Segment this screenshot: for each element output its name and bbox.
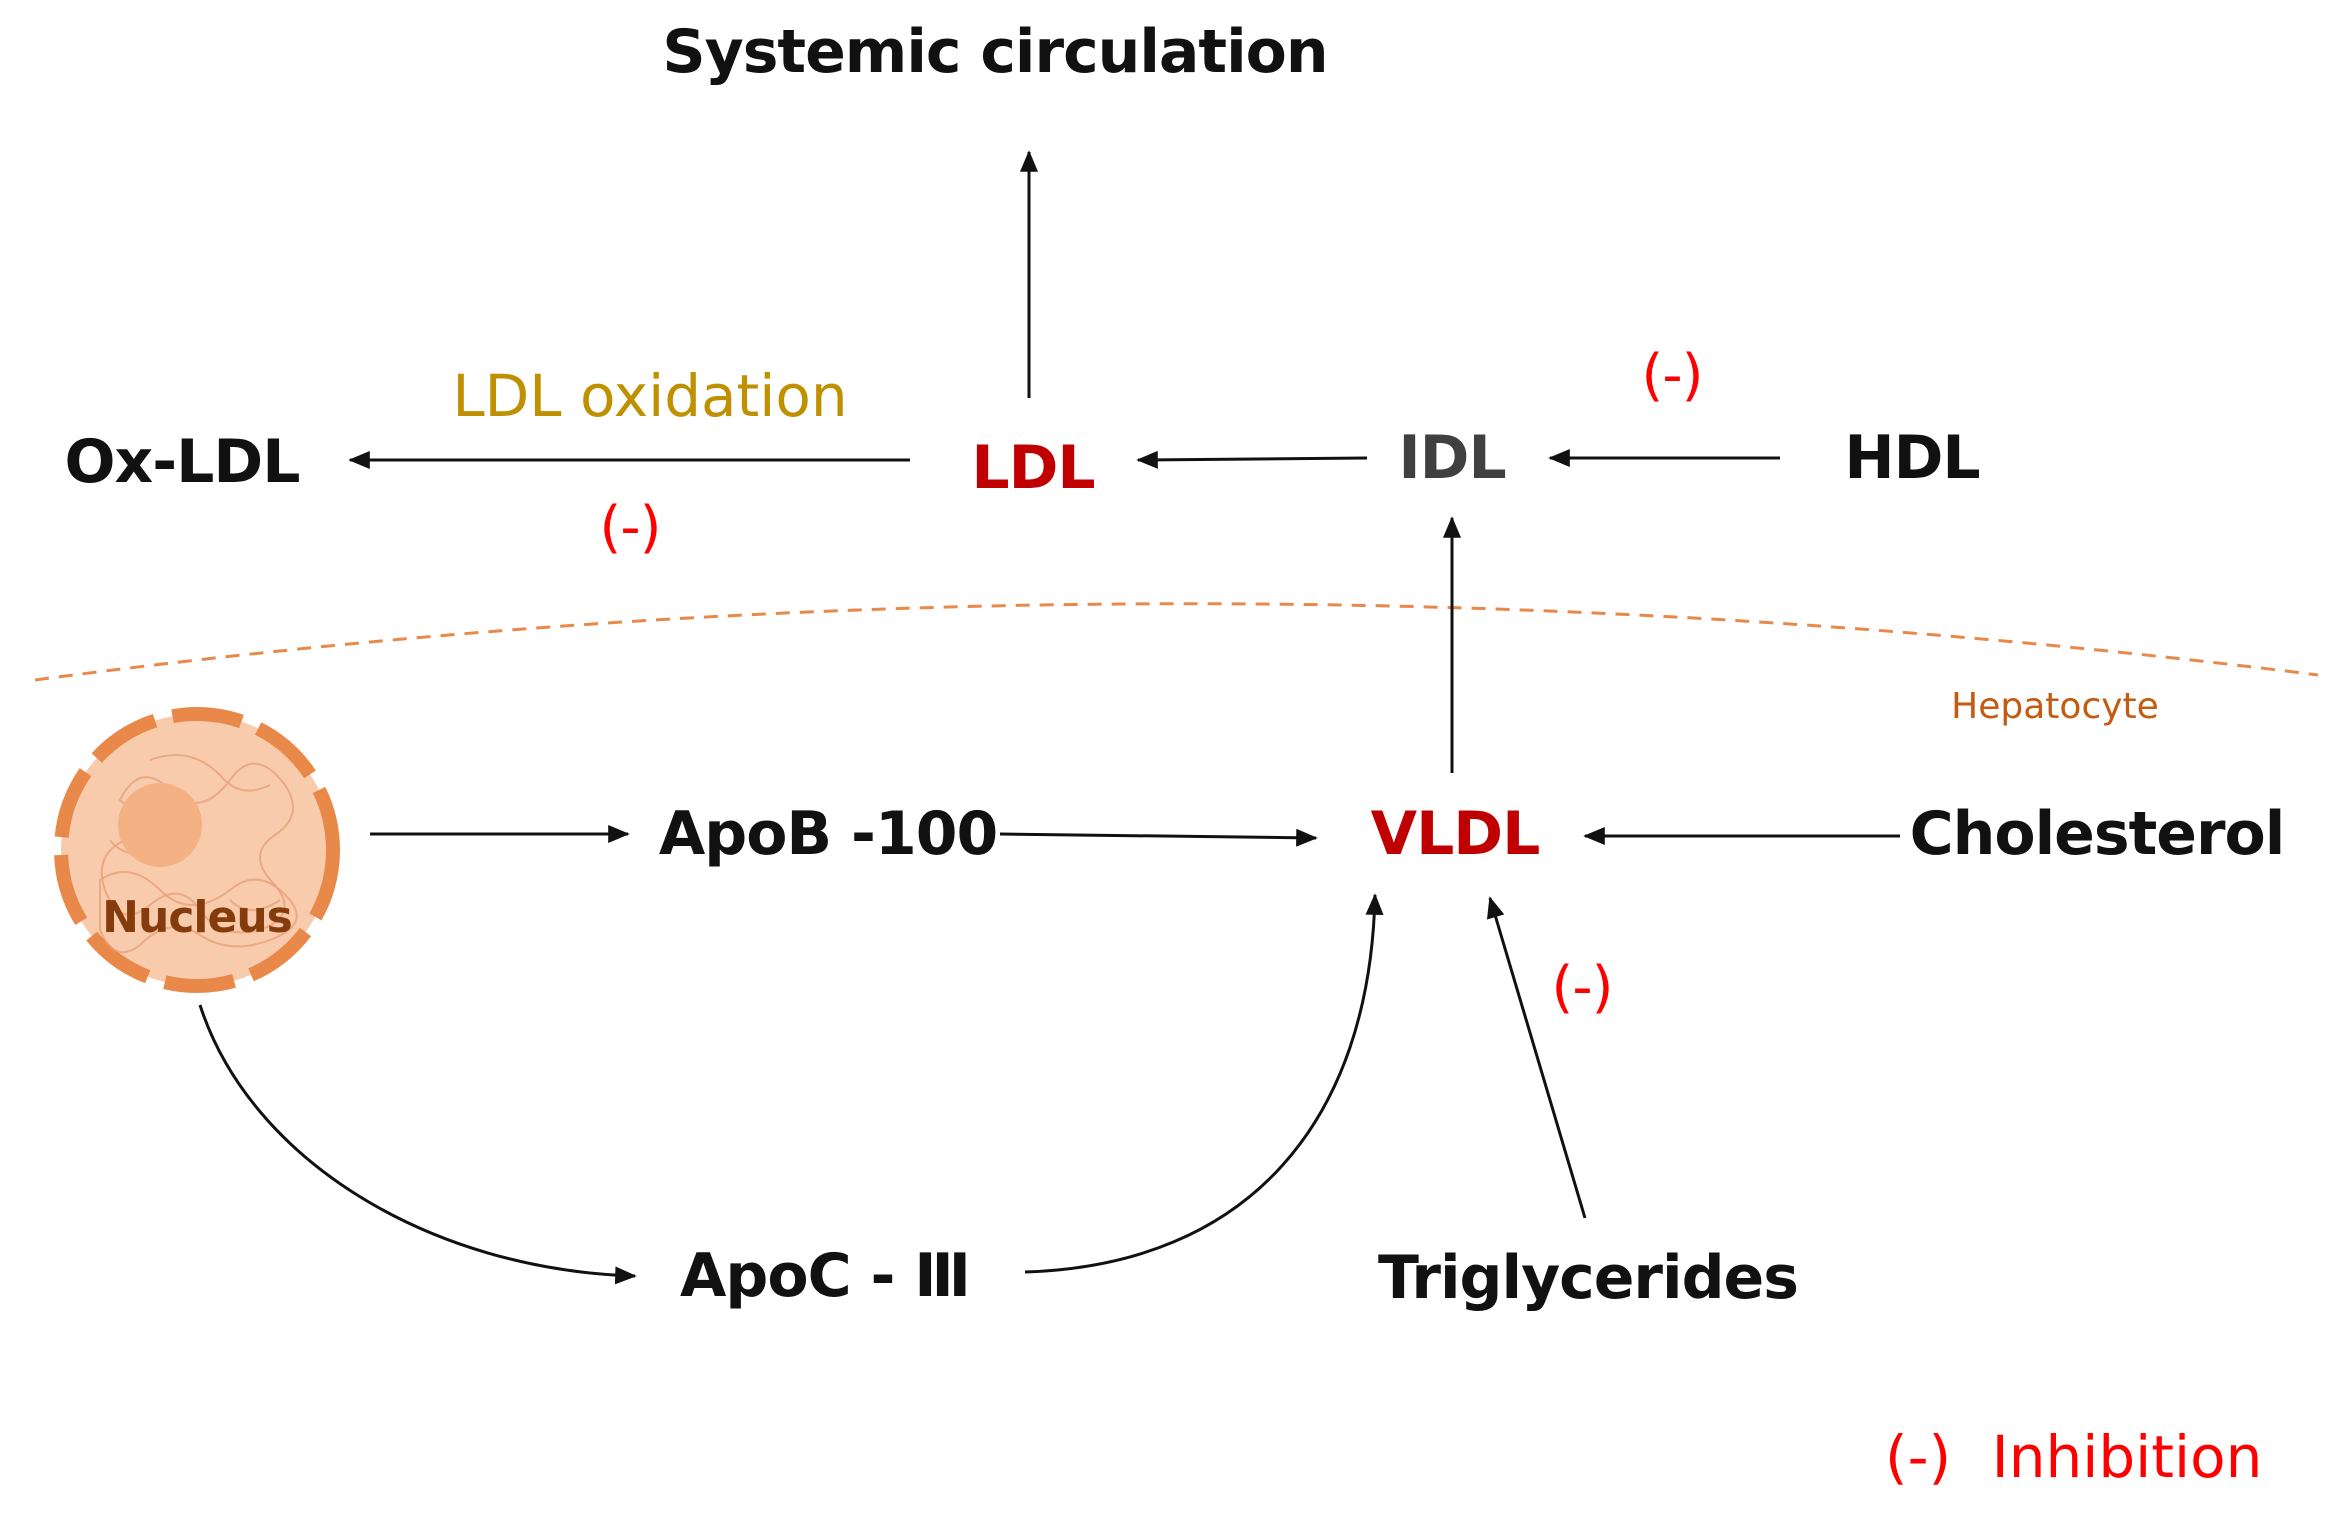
inhibition-marker-ldl-oxidation: (-) [599,495,662,560]
node-ldl: LDL [971,433,1095,503]
inhibition-marker-hdl: (-) [1641,343,1704,408]
node-ox-ldl: Ox-LDL [64,427,301,497]
node-vldl: VLDL [1370,799,1541,869]
legend: (-) Inhibition [1885,1428,2262,1486]
node-apoc-iii: ApoC - Ⅲ [679,1241,971,1311]
arrow-nucleus-to-apoc [198,1004,637,1285]
ldl-oxidation-label: LDL oxidation [452,362,848,430]
arrow-idl-to-ldl [1136,450,1368,469]
node-systemic-circulation: Systemic circulation [662,17,1328,87]
node-apob-100: ApoB -100 [658,799,998,869]
legend-symbol: (-) [1885,1423,1952,1491]
node-hdl: HDL [1844,423,1980,493]
inhibition-marker-triglycerides: (-) [1551,955,1614,1020]
node-nucleus: Nucleus [102,892,293,943]
hepatocyte-label: Hepatocyte [1951,686,2159,727]
node-cholesterol: Cholesterol [1909,799,2286,869]
nucleus-icon [54,707,340,993]
node-triglycerides: Triglycerides [1378,1243,1799,1313]
node-idl: IDL [1398,423,1506,493]
arrow-triglycerides-to-vldl [1487,896,1587,1219]
arrow-apob-to-vldl [999,828,1318,847]
arrow-apoc-to-vldl [1024,893,1384,1274]
hepatocyte-membrane [34,602,2319,682]
legend-text: Inhibition [1991,1423,2263,1491]
